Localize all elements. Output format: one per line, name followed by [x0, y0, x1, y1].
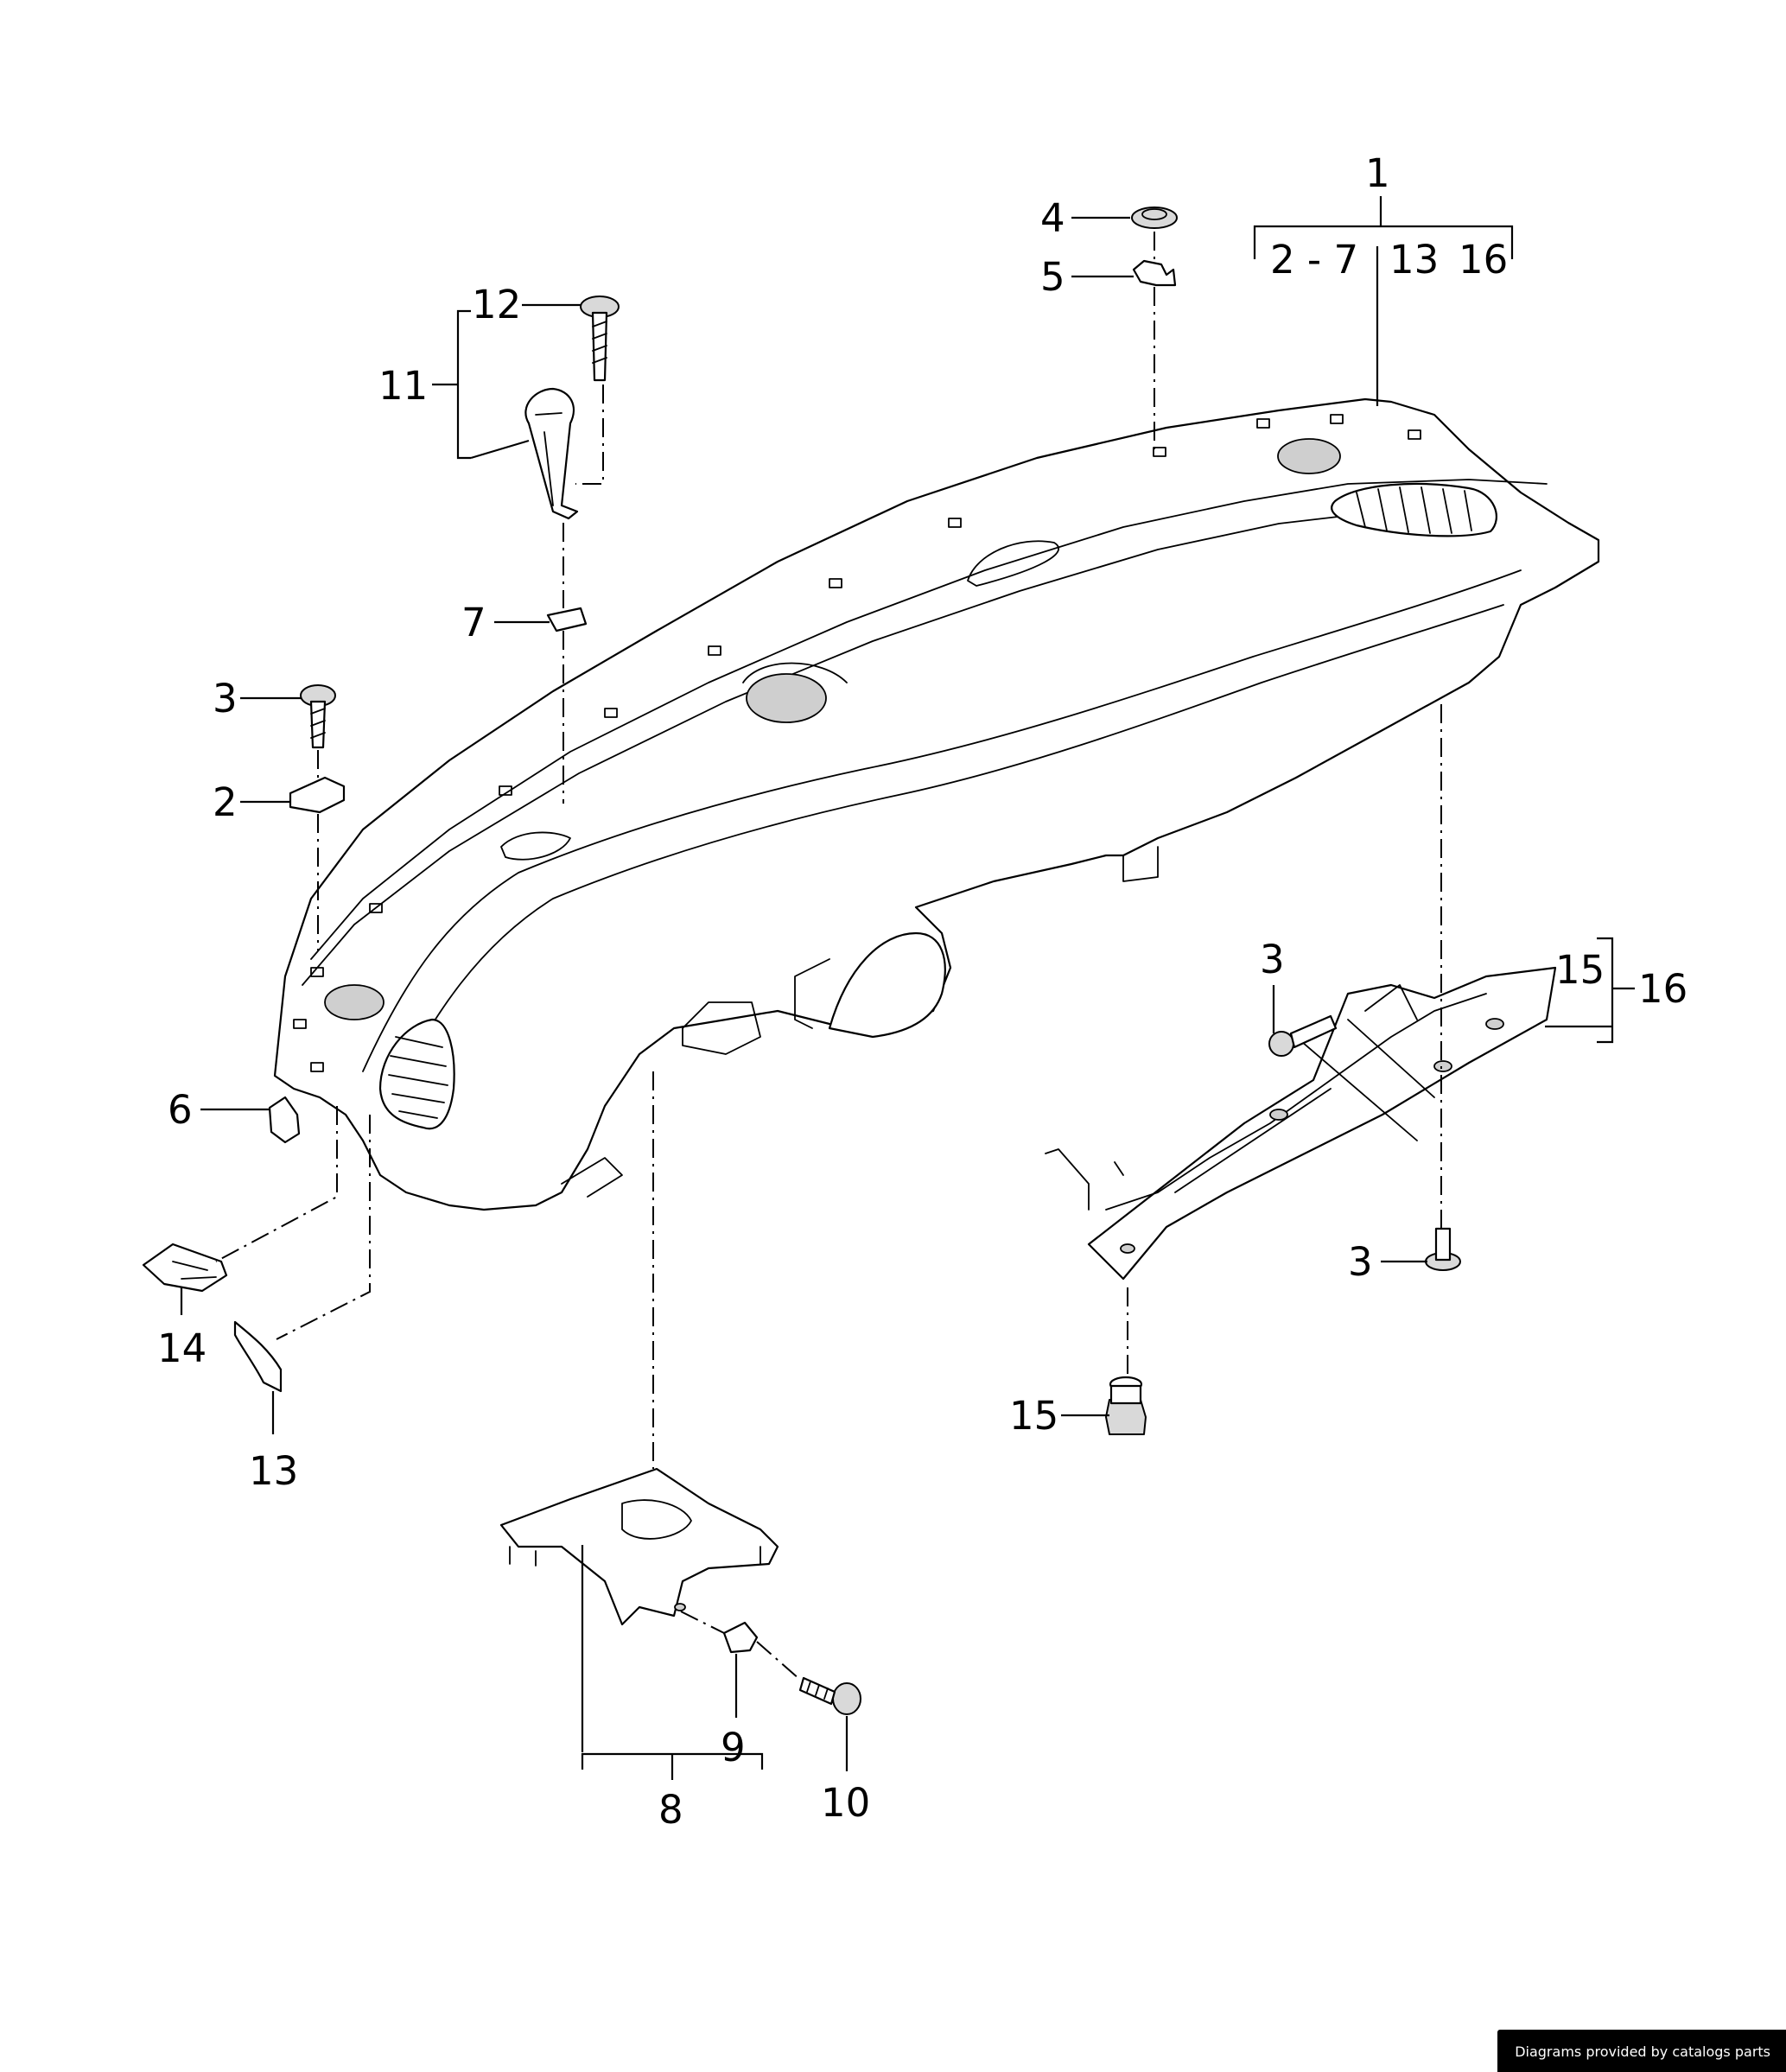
dashboard-panel[interactable] — [273, 397, 1600, 1211]
part-5-clip[interactable] — [1132, 259, 1177, 287]
part-15-grommet[interactable] — [1105, 1376, 1147, 1435]
part-11-holder[interactable] — [524, 387, 579, 520]
callout-3-bracket: 3 — [1260, 937, 1285, 982]
callout-9: 9 — [721, 1725, 746, 1770]
callout-2: 2 — [213, 779, 238, 825]
part-4-nut[interactable] — [1131, 207, 1178, 229]
callout-5: 5 — [1040, 254, 1065, 300]
clip-tabs — [293, 414, 1421, 1072]
part-6-clip[interactable] — [268, 1096, 301, 1144]
callout-14: 14 — [157, 1325, 207, 1371]
part-14-clip-plate[interactable] — [142, 1243, 228, 1293]
part-9-clip[interactable] — [722, 1621, 759, 1654]
part-3-screw-bottom[interactable] — [1425, 1227, 1461, 1271]
callout-6: 6 — [168, 1087, 193, 1133]
part-12-screw[interactable] — [580, 296, 620, 382]
assembly-lines — [215, 232, 1442, 1681]
callout-4: 4 — [1040, 195, 1065, 241]
footer-credit: Diagrams provided by catalogs parts — [1497, 2030, 1786, 2072]
callout-15-bottom: 15 — [1009, 1393, 1058, 1439]
callout-1-group: 2 - 7 — [1270, 237, 1358, 283]
callout-8: 8 — [658, 1787, 683, 1833]
callout-11: 11 — [378, 363, 428, 409]
part-3-screw-bracket[interactable] — [1268, 1014, 1338, 1057]
part-3-screw-top[interactable] — [300, 684, 336, 749]
callout-1: 1 — [1365, 150, 1390, 196]
center-bracket[interactable] — [499, 1467, 779, 1626]
callout-3-top: 3 — [213, 676, 238, 721]
part-10-screw[interactable] — [798, 1676, 861, 1715]
callout-16: 16 — [1638, 966, 1687, 1012]
right-support-bracket[interactable] — [1045, 966, 1557, 1281]
callout-15-top: 15 — [1555, 947, 1605, 993]
part-13-trim[interactable] — [233, 1320, 283, 1393]
part-7-clip[interactable] — [546, 607, 588, 632]
callout-3-bottom: 3 — [1348, 1239, 1373, 1285]
callout-1-16: 16 — [1459, 237, 1508, 283]
callout-7: 7 — [461, 600, 486, 645]
part-2-clip-nut[interactable] — [289, 776, 346, 814]
callout-1-13: 13 — [1389, 237, 1439, 283]
callout-labels: 1 2 - 7 13 16 4 5 12 11 7 3 2 6 14 13 3 … — [157, 150, 1687, 1833]
callout-10: 10 — [821, 1780, 870, 1826]
callout-13: 13 — [249, 1448, 298, 1494]
callout-12: 12 — [472, 282, 521, 327]
leader-lines — [180, 196, 1635, 1780]
